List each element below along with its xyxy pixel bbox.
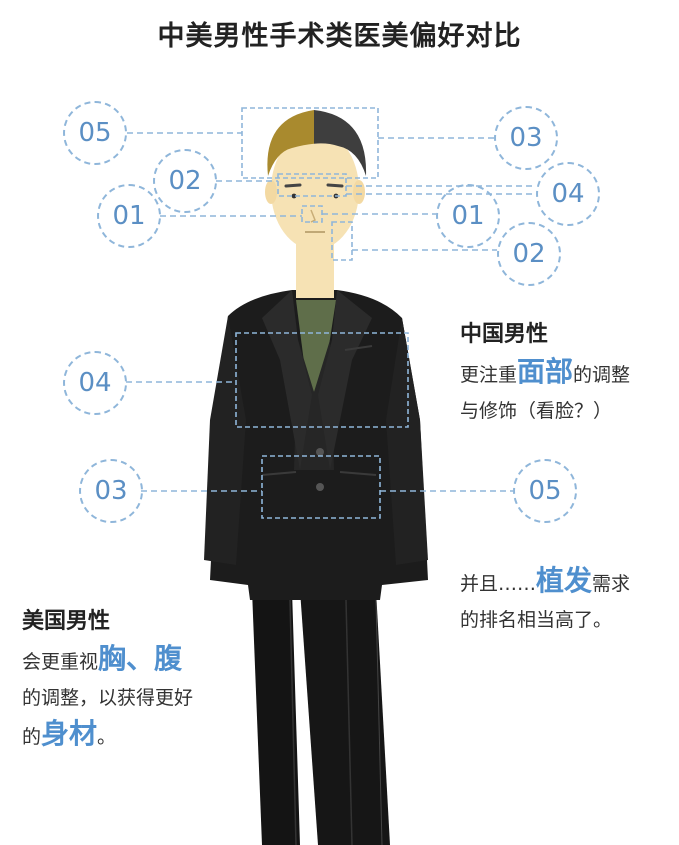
marker-left-05: 05 (63, 101, 127, 165)
usa-line-2: 的调整，以获得更好 (22, 687, 194, 709)
marker-left-02: 02 (153, 149, 217, 213)
marker-right-02: 02 (497, 222, 561, 286)
hair-note: 并且……植发需求 的排名相当高了。 (460, 563, 675, 638)
usa-line-1: 会更重视胸、腹 (22, 642, 183, 675)
trousers (252, 590, 390, 845)
marker-right-05: 05 (513, 459, 577, 523)
china-note: 中国男性 更注重面部的调整 与修饰（看脸？） (460, 316, 675, 429)
hair-left (267, 110, 314, 176)
marker-left-04: 04 (63, 351, 127, 415)
marker-right-04: 04 (536, 162, 600, 226)
abdomen-box (261, 455, 381, 519)
china-line-1: 更注重面部的调整 (460, 355, 631, 388)
annotation-boxes (235, 107, 409, 519)
usa-emphasis-figure: 身材 (41, 717, 98, 750)
usa-note: 美国男性 会更重视胸、腹 的调整，以获得更好 的身材。 (22, 603, 252, 755)
hair-box (241, 107, 379, 179)
marker-left-01: 01 (97, 184, 161, 248)
marker-left-03: 03 (79, 459, 143, 523)
marker-right-01: 01 (436, 184, 500, 248)
jaw-box (331, 221, 353, 261)
page-title: 中美男性手术类医美偏好对比 (157, 21, 522, 52)
hair-right (314, 110, 367, 176)
suit-jacket (204, 290, 428, 600)
china-line-2: 与修饰（看脸？） (460, 400, 613, 422)
usa-line-3: 的身材。 (22, 717, 117, 750)
usa-heading: 美国男性 (22, 609, 111, 634)
china-emphasis: 面部 (517, 355, 574, 388)
connector-lines (126, 132, 536, 492)
marker-right-03: 03 (494, 106, 558, 170)
chest-box (235, 332, 409, 428)
head (265, 110, 367, 250)
hair-emphasis: 植发 (536, 564, 593, 597)
usa-emphasis-chest-abs: 胸、腹 (98, 642, 183, 675)
eyes-box (277, 173, 347, 197)
hair-line-1: 并且……植发需求 (460, 564, 631, 597)
china-heading: 中国男性 (460, 322, 549, 347)
hair-line-2: 的排名相当高了。 (460, 609, 613, 631)
